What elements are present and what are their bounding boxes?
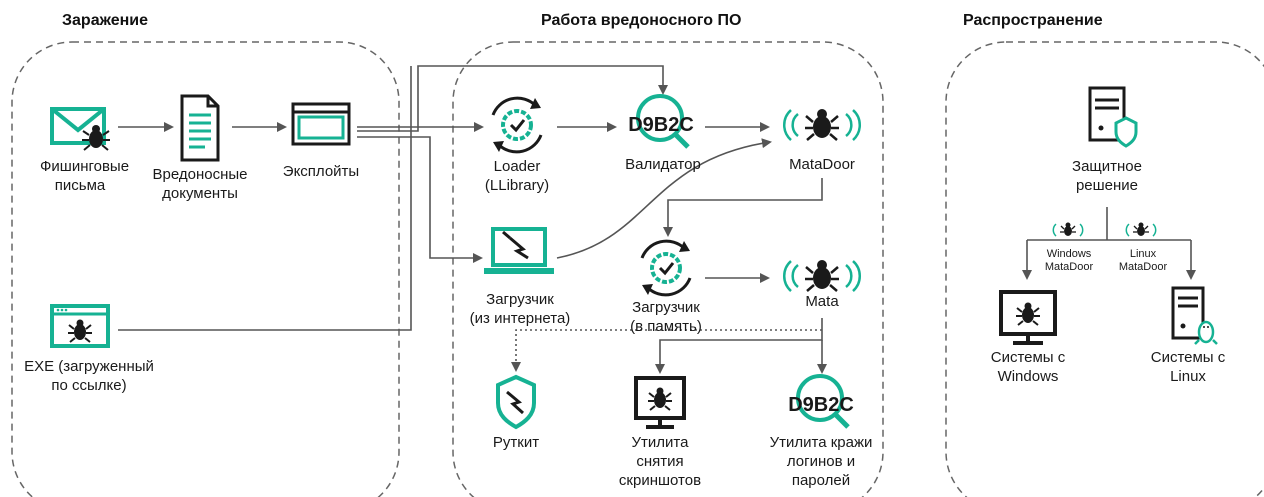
matadoor-bug-icon (782, 109, 862, 141)
infection-container (11, 41, 400, 497)
arrow-mata-screenshot (655, 318, 823, 374)
arrow-matadoor-downloader-mem (663, 178, 823, 237)
shield-icon (496, 374, 536, 430)
section-title-spread: Распространение (963, 12, 1103, 29)
linux-server-icon (1171, 286, 1205, 340)
magnifier-icon (636, 94, 690, 149)
section-title-malware: Работа вредоносного ПО (541, 12, 742, 29)
server-shield-icon (1088, 86, 1138, 148)
penguin-icon (1194, 320, 1218, 345)
loader-refresh-check-icon (491, 96, 543, 154)
magnifier-icon (796, 374, 850, 429)
document-icon (180, 94, 220, 162)
arrow-exe-validator (118, 66, 412, 331)
arrow-exploits-downloader (357, 136, 483, 263)
label-mata: Mata (805, 293, 839, 310)
validator-logo: D9B2C (628, 114, 694, 136)
malware-container (452, 41, 884, 497)
laptop-icon (484, 227, 554, 274)
monitor-icon (634, 376, 686, 429)
bug-icon (1016, 302, 1040, 326)
label-downloader-net: Загрузчик(из интернета) (469, 291, 571, 327)
windows-monitor-icon (999, 290, 1057, 345)
label-exploits: Эксплойты (282, 163, 360, 180)
label-matadoor: MataDoor (789, 156, 855, 173)
linux-bug-icon (1125, 222, 1157, 237)
arrow-exploits-validator (357, 65, 668, 132)
arrow-downloader-matadoor (556, 138, 772, 259)
section-title-infection: Заражение (62, 12, 149, 29)
downloader-refresh-check-icon (640, 239, 692, 297)
mata-bug-icon (782, 260, 862, 292)
arrow-mata-rootkit (511, 329, 822, 372)
spread-container (945, 41, 1264, 497)
stealer-logo: D9B2C (788, 394, 854, 416)
browser-window-icon (291, 102, 351, 146)
bug-icon (648, 387, 672, 411)
label-downloader-mem: Загрузчик(в память) (630, 299, 702, 335)
label-loader: Loader(LLibrary) (484, 158, 550, 194)
label-validator: Валидатор (625, 156, 701, 173)
bug-icon (82, 125, 110, 151)
bug-icon (68, 319, 92, 343)
windows-bug-icon (1052, 222, 1084, 237)
label-rootkit: Руткит (492, 434, 540, 451)
